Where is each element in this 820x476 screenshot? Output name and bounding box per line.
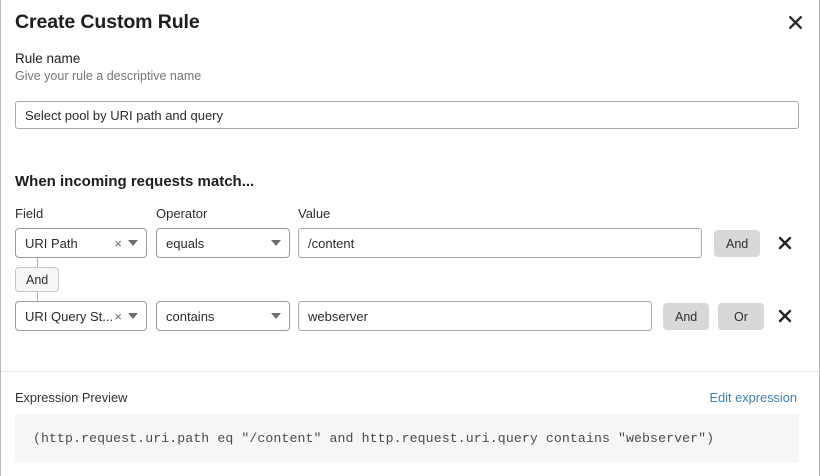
expression-preview-box: (http.request.uri.path eq "/content" and… [15,414,799,462]
condition-row: URI Path × equals And [1,228,819,258]
close-icon [778,309,792,323]
conditions-heading: When incoming requests match... [15,173,255,190]
close-icon[interactable] [785,12,805,32]
expression-preview-code: (http.request.uri.path eq "/content" and… [33,430,715,446]
rule-name-hint: Give your rule a descriptive name [15,69,202,83]
page-title: Create Custom Rule [15,11,200,33]
rule-name-label: Rule name [15,51,81,66]
connector-line-bottom [37,292,38,303]
chevron-down-icon[interactable] [128,240,138,246]
rule-name-block: Rule name Give your rule a descriptive n… [15,50,201,85]
connector-line-top [37,258,38,268]
chevron-down-icon[interactable] [128,313,138,319]
value-input-1[interactable] [298,301,652,331]
rule-name-input[interactable] [15,101,799,129]
field-select-0[interactable]: URI Path × [15,228,147,258]
chevron-down-icon[interactable] [271,313,281,319]
value-input-0[interactable] [298,228,702,258]
condition-connector: And [15,258,135,303]
field-select-value-1: URI Query St... [25,308,113,324]
condition-row: URI Query St... × contains And Or [1,301,819,331]
remove-condition-button-1[interactable] [774,305,796,327]
field-select-value-0: URI Path [25,235,78,251]
remove-condition-button-0[interactable] [774,232,796,254]
clear-icon[interactable]: × [114,235,122,251]
close-icon-glyph [788,15,802,29]
chevron-down-icon[interactable] [271,240,281,246]
expression-preview-label: Expression Preview [15,390,128,405]
operator-select-value-0: equals [166,235,205,251]
column-header-value: Value [298,206,331,221]
and-button-1[interactable]: And [663,303,709,330]
and-button-0[interactable]: And [714,230,760,257]
operator-select-1[interactable]: contains [156,301,290,331]
column-header-field: Field [15,206,44,221]
edit-expression-link[interactable]: Edit expression [709,390,798,405]
section-divider [1,371,819,372]
or-button-1[interactable]: Or [718,303,764,330]
clear-icon[interactable]: × [114,308,122,324]
operator-select-0[interactable]: equals [156,228,290,258]
operator-select-value-1: contains [166,308,215,324]
close-icon [778,236,792,250]
field-select-1[interactable]: URI Query St... × [15,301,147,331]
dialog-header: Create Custom Rule [15,8,805,42]
column-header-operator: Operator [156,206,208,221]
connector-and-badge[interactable]: And [15,267,60,292]
